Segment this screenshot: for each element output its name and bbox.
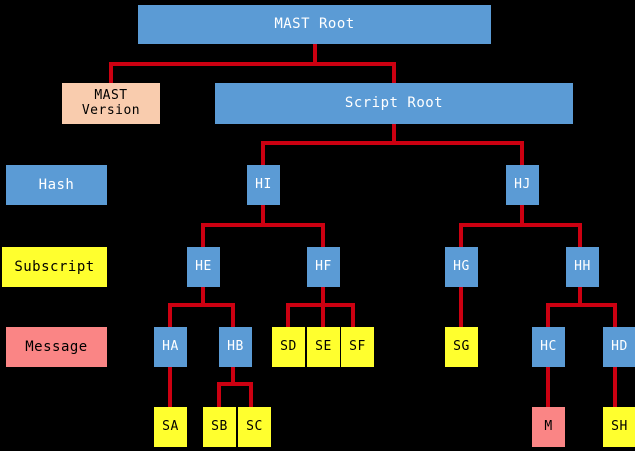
node-hi: HI: [247, 165, 280, 205]
node-ha: HA: [154, 327, 187, 367]
connector-hj-drop: [520, 141, 524, 166]
node-m: M: [532, 407, 565, 447]
connector-ha-drop: [168, 303, 172, 328]
connector-hd-sh-drop: [613, 367, 617, 408]
node-hf: HF: [307, 247, 340, 287]
connector-sf-drop: [351, 303, 355, 328]
connector-he-stem: [201, 287, 205, 305]
node-sa: SA: [154, 407, 187, 447]
legend-item-message: Message: [6, 327, 107, 367]
node-hc: HC: [532, 327, 565, 367]
node-sf-label: SF: [349, 338, 366, 354]
node-hd: HD: [603, 327, 635, 367]
node-sc: SC: [238, 407, 271, 447]
connector-he-bus: [168, 303, 235, 307]
node-mast-version-label: MAST Version: [81, 87, 141, 118]
node-sf: SF: [341, 327, 374, 367]
connector-hj-stem: [520, 205, 524, 225]
node-sd-label: SD: [280, 338, 297, 354]
connector-sb-drop: [217, 382, 221, 408]
connector-mast-root-bus-right: [313, 62, 396, 66]
connector-hi-stem: [261, 205, 265, 225]
node-se-label: SE: [315, 338, 332, 354]
connector-he-drop: [201, 223, 205, 248]
node-sb: SB: [203, 407, 236, 447]
connector-script-root-stem: [392, 124, 396, 143]
node-sh-label: SH: [611, 418, 628, 434]
node-ha-label: HA: [162, 338, 179, 354]
node-hh-label: HH: [574, 258, 591, 274]
legend-item-hash: Hash: [6, 165, 107, 205]
node-mast-version: MAST Version: [62, 83, 160, 124]
node-hg-label: HG: [453, 258, 470, 274]
node-mast-root: MAST Root: [138, 5, 491, 44]
node-hj: HJ: [506, 165, 539, 205]
connector-hc-drop: [546, 303, 550, 328]
node-hb: HB: [219, 327, 252, 367]
node-hd-label: HD: [611, 338, 628, 354]
node-mast-root-label: MAST Root: [274, 16, 355, 33]
node-sg: SG: [445, 327, 478, 367]
connector-hb-bus: [217, 382, 253, 386]
connector-sc-drop: [249, 382, 253, 408]
node-sb-label: SB: [211, 418, 228, 434]
node-hc-label: HC: [540, 338, 557, 354]
node-he: HE: [187, 247, 220, 287]
node-hb-label: HB: [227, 338, 244, 354]
node-sg-label: SG: [453, 338, 470, 354]
connector-hh-stem: [578, 287, 582, 305]
node-sd: SD: [272, 327, 305, 367]
connector-hj-bus: [459, 223, 582, 227]
node-m-label: M: [544, 418, 553, 434]
connector-script-root-bus: [261, 141, 523, 145]
connector-hi-drop: [261, 141, 265, 166]
node-sh: SH: [603, 407, 635, 447]
node-sc-label: SC: [246, 418, 263, 434]
node-hg: HG: [445, 247, 478, 287]
node-hj-label: HJ: [514, 176, 531, 192]
connector-ha-sa-drop: [168, 367, 172, 408]
connector-hg-sg-drop: [459, 287, 463, 328]
node-hf-label: HF: [315, 258, 332, 274]
connector-mast-root-bus: [109, 62, 317, 66]
connector-hf-stem: [321, 287, 325, 305]
connector-hc-m-drop: [546, 367, 550, 408]
connector-hd-drop: [613, 303, 617, 328]
node-sa-label: SA: [162, 418, 179, 434]
legend-item-subscript: Subscript: [2, 247, 107, 287]
connector-mast-version-drop: [109, 62, 113, 84]
connector-se-drop: [321, 303, 325, 328]
connector-hh-bus: [546, 303, 617, 307]
connector-hb-drop: [231, 303, 235, 328]
connector-hf-drop: [321, 223, 325, 248]
connector-hf-bus: [286, 303, 355, 307]
node-hi-label: HI: [255, 176, 272, 192]
node-se: SE: [307, 327, 340, 367]
connector-sd-drop: [286, 303, 290, 328]
node-script-root-label: Script Root: [344, 95, 444, 112]
node-script-root: Script Root: [215, 83, 573, 124]
connector-hi-bus: [201, 223, 323, 227]
node-he-label: HE: [195, 258, 212, 274]
connector-hh-drop: [578, 223, 582, 248]
connector-hb-stem: [231, 367, 235, 384]
connector-hg-drop: [459, 223, 463, 248]
connector-script-root-drop: [392, 62, 396, 84]
connector-mast-root-stem: [313, 44, 317, 64]
node-hh: HH: [566, 247, 599, 287]
